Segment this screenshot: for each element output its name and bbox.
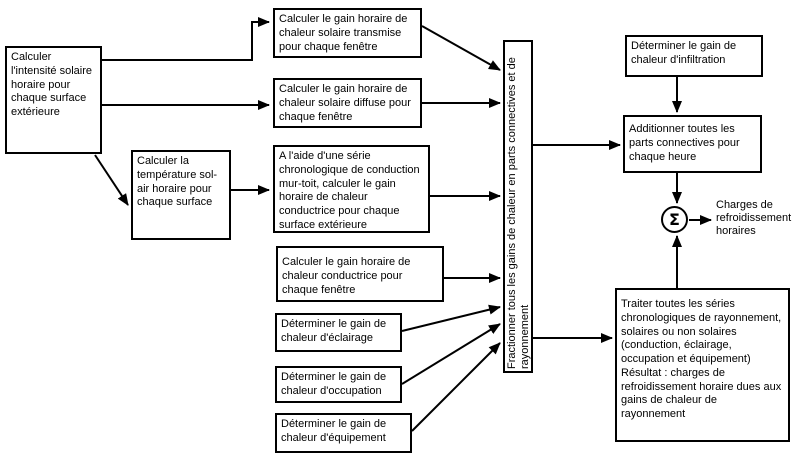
node-gain-infiltration: Déterminer le gain de chaleur d'infiltra… bbox=[625, 35, 763, 77]
node-gain-occupation: Déterminer le gain de chaleur d'occupati… bbox=[275, 366, 402, 403]
node-gain-solaire-transmise: Calculer le gain horaire de chaleur sola… bbox=[273, 8, 422, 58]
node-additionner-parts: Additionner toutes les parts connectives… bbox=[623, 115, 762, 173]
node-conduction-fenetre: Calculer le gain horaire de chaleur cond… bbox=[276, 246, 444, 302]
node-gain-eclairage: Déterminer le gain de chaleur d'éclairag… bbox=[275, 313, 402, 352]
node-traiter-series: Traiter toutes les séries chronologiques… bbox=[615, 288, 790, 442]
node-gain-solaire-diffuse: Calculer le gain horaire de chaleur sola… bbox=[273, 78, 422, 128]
node-conduction-mur-toit: A l'aide d'une série chronologique de co… bbox=[273, 145, 430, 233]
arrow-occupation-to-fractionner bbox=[401, 323, 501, 385]
node-intensite-solaire: Calculer l'intensité solaire horaire pou… bbox=[5, 46, 102, 154]
arrow-intensite-to-transmise bbox=[102, 17, 270, 61]
charges-refroidissement-label: Charges de refroidissement horaires bbox=[716, 199, 792, 238]
fractionner-label: Fractionner tous les gains de chaleur en… bbox=[506, 57, 531, 369]
sigma-icon: Σ bbox=[669, 210, 680, 229]
node-fractionner-gains: Fractionner tous les gains de chaleur en… bbox=[503, 40, 533, 373]
sigma-sum-node: Σ bbox=[661, 206, 688, 233]
arrow-intensite-to-solair bbox=[94, 154, 129, 206]
node-gain-equipement: Déterminer le gain de chaleur d'équipeme… bbox=[275, 413, 412, 453]
node-temperature-sol-air: Calculer la température sol-air horaire … bbox=[131, 150, 231, 240]
arrow-equipement-to-fractionner bbox=[411, 342, 501, 432]
arrow-eclairage-to-fractionner bbox=[401, 304, 501, 332]
arrow-transmise-to-fractionner bbox=[421, 25, 501, 71]
